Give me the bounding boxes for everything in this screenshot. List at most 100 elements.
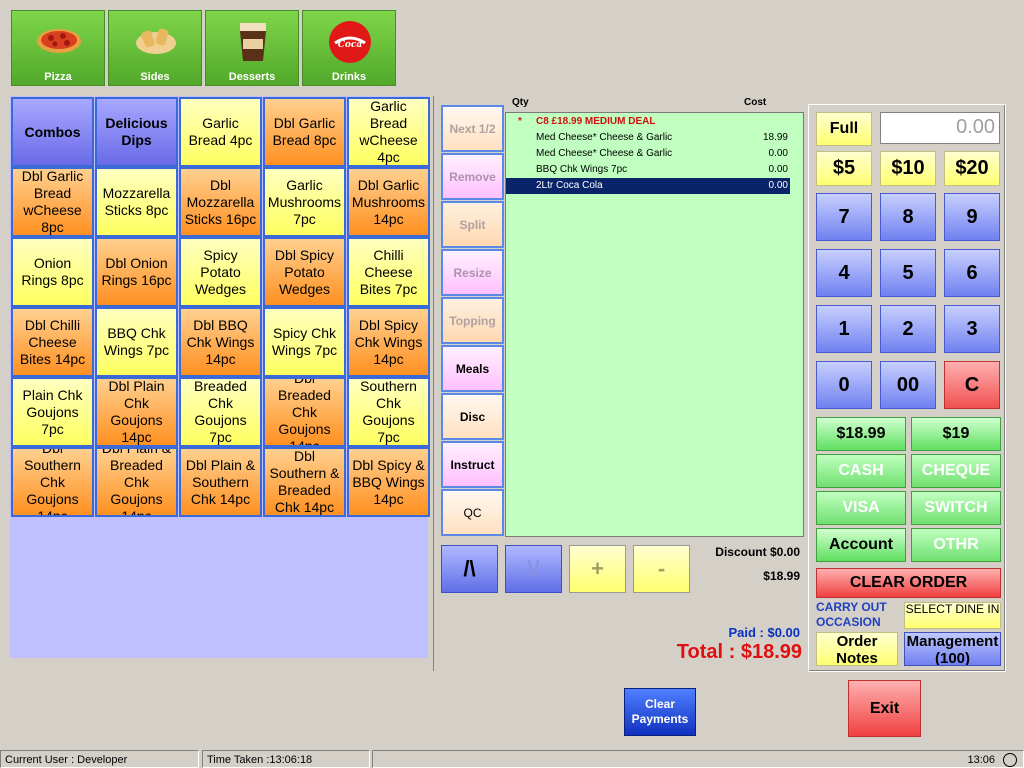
menu-item[interactable]: Plain Chk Goujons 7pc: [11, 377, 94, 447]
menu-item[interactable]: Dbl Spicy Potato Wedges: [263, 237, 346, 307]
digit-0-button[interactable]: 0: [816, 361, 872, 409]
switch-button[interactable]: SWITCH: [911, 491, 1001, 525]
menu-item[interactable]: Dbl Garlic Mushrooms 14pc: [347, 167, 430, 237]
menu-item[interactable]: Dbl Chilli Cheese Bites 14pc: [11, 307, 94, 377]
sides-icon: [136, 28, 176, 54]
minus-button[interactable]: -: [633, 545, 690, 593]
menu-item[interactable]: Dbl Southern Chk Goujons 14pc: [11, 447, 94, 517]
digit-00-button[interactable]: 00: [880, 361, 936, 409]
menu-item[interactable]: Delicious Dips: [95, 97, 178, 167]
pizza-icon: [37, 29, 81, 53]
quick-10-button[interactable]: $10: [880, 151, 936, 186]
management-button[interactable]: Management (100): [904, 632, 1001, 666]
menu-item[interactable]: Dbl Garlic Bread 8pc: [263, 97, 346, 167]
menu-item[interactable]: Dbl Onion Rings 16pc: [95, 237, 178, 307]
order-row[interactable]: BBQ Chk Wings 7pc 0.00: [506, 162, 790, 178]
category-sides[interactable]: Sides: [108, 10, 202, 86]
qty-header: Qty: [512, 97, 529, 108]
digit-9-button[interactable]: 9: [944, 193, 1000, 241]
category-desserts[interactable]: Desserts: [205, 10, 299, 86]
instruct-button[interactable]: Instruct: [441, 441, 504, 488]
order-item-cost: 0.00: [768, 180, 788, 191]
status-current-user: Current User : Developer: [0, 750, 199, 768]
menu-item[interactable]: Dbl Spicy Chk Wings 14pc: [347, 307, 430, 377]
othr-button[interactable]: OTHR: [911, 528, 1001, 562]
menu-item[interactable]: Spicy Potato Wedges: [179, 237, 262, 307]
order-item-cost: 0.00: [768, 164, 788, 175]
scroll-up-button[interactable]: /\: [441, 545, 498, 593]
plus-button[interactable]: +: [569, 545, 626, 593]
order-item-cost: 0.00: [768, 148, 788, 159]
menu-item[interactable]: Chilli Cheese Bites 7pc: [347, 237, 430, 307]
menu-item[interactable]: Dbl Mozzarella Sticks 16pc: [179, 167, 262, 237]
menu-item[interactable]: Dbl Plain Chk Goujons 14pc: [95, 377, 178, 447]
select-dine-in-button[interactable]: SELECT DINE IN: [904, 602, 1001, 629]
menu-item[interactable]: Mozzarella Sticks 8pc: [95, 167, 178, 237]
menu-item[interactable]: Garlic Mushrooms 7pc: [263, 167, 346, 237]
cost-header: Cost: [744, 97, 767, 108]
occasion-label: CARRY OUT OCCASION: [816, 600, 887, 629]
menu-item[interactable]: Garlic Bread 4pc: [179, 97, 262, 167]
status-time-taken: Time Taken :13:06:18: [202, 750, 370, 768]
menu-item[interactable]: Southern Chk Goujons 7pc: [347, 377, 430, 447]
menu-item[interactable]: Dbl Plain & Breaded Chk Goujons 14pc: [95, 447, 178, 517]
amount-field[interactable]: 0.00: [880, 112, 1000, 144]
order-qty: *: [518, 116, 522, 127]
remove-button[interactable]: Remove: [441, 153, 504, 200]
menu-item[interactable]: Spicy Chk Wings 7pc: [263, 307, 346, 377]
digit-2-button[interactable]: 2: [880, 305, 936, 353]
menu-item[interactable]: Dbl Garlic Bread wCheese 8pc: [11, 167, 94, 237]
digit-6-button[interactable]: 6: [944, 249, 1000, 297]
clear-order-button[interactable]: CLEAR ORDER: [816, 568, 1001, 598]
paid-label: Paid : $0.00: [728, 625, 800, 640]
order-notes-button[interactable]: Order Notes: [816, 632, 898, 667]
digit-1-button[interactable]: 1: [816, 305, 872, 353]
qc-button[interactable]: QC: [441, 489, 504, 536]
account-button[interactable]: Account: [816, 528, 906, 562]
clear-payments-button[interactable]: Clear Payments: [624, 688, 696, 736]
menu-item[interactable]: Dbl Spicy & BBQ Wings 14pc: [347, 447, 430, 517]
preset-1899-button[interactable]: $18.99: [816, 417, 906, 451]
cheque-button[interactable]: CHEQUE: [911, 454, 1001, 488]
menu-item[interactable]: Garlic Bread wCheese 4pc: [347, 97, 430, 167]
visa-button[interactable]: VISA: [816, 491, 906, 525]
digit-8-button[interactable]: 8: [880, 193, 936, 241]
quick-5-button[interactable]: $5: [816, 151, 872, 186]
menu-item[interactable]: Dbl BBQ Chk Wings 14pc: [179, 307, 262, 377]
preset-19-button[interactable]: $19: [911, 417, 1001, 451]
menu-item[interactable]: Dbl Plain & Southern Chk 14pc: [179, 447, 262, 517]
menu-item[interactable]: Onion Rings 8pc: [11, 237, 94, 307]
order-list[interactable]: * C8 £18.99 MEDIUM DEAL Med Cheese* Chee…: [505, 112, 804, 537]
full-button[interactable]: Full: [816, 112, 872, 146]
menu-item[interactable]: Breaded Chk Goujons 7pc: [179, 377, 262, 447]
topping-button[interactable]: Topping: [441, 297, 504, 344]
menu-item[interactable]: BBQ Chk Wings 7pc: [95, 307, 178, 377]
menu-item[interactable]: Dbl Breaded Chk Goujons 14pc: [263, 377, 346, 447]
order-row[interactable]: Med Cheese* Cheese & Garlic 0.00: [506, 146, 790, 162]
discount-label: Discount $0.00: [715, 545, 800, 559]
order-item-name: Med Cheese* Cheese & Garlic: [536, 132, 673, 143]
order-row[interactable]: * C8 £18.99 MEDIUM DEAL: [506, 114, 790, 130]
menu-item[interactable]: Dbl Southern & Breaded Chk 14pc: [263, 447, 346, 517]
category-pizza[interactable]: Pizza: [11, 10, 105, 86]
quick-20-button[interactable]: $20: [944, 151, 1000, 186]
next-page-button[interactable]: Next 1/2: [441, 105, 504, 152]
exit-button[interactable]: Exit: [848, 680, 921, 737]
disc-button[interactable]: Disc: [441, 393, 504, 440]
digit-3-button[interactable]: 3: [944, 305, 1000, 353]
digit-7-button[interactable]: 7: [816, 193, 872, 241]
category-label: Pizza: [44, 71, 72, 83]
clear-entry-button[interactable]: C: [944, 361, 1000, 409]
order-row-selected[interactable]: 2Ltr Coca Cola 0.00: [506, 178, 790, 194]
menu-item[interactable]: Combos: [11, 97, 94, 167]
cash-button[interactable]: CASH: [816, 454, 906, 488]
resize-button[interactable]: Resize: [441, 249, 504, 296]
category-drinks[interactable]: Coca Drinks: [302, 10, 396, 86]
split-button[interactable]: Split: [441, 201, 504, 248]
status-clock: 13:06: [967, 754, 995, 766]
digit-5-button[interactable]: 5: [880, 249, 936, 297]
meals-button[interactable]: Meals: [441, 345, 504, 392]
order-row[interactable]: Med Cheese* Cheese & Garlic 18.99: [506, 130, 790, 146]
digit-4-button[interactable]: 4: [816, 249, 872, 297]
scroll-down-button[interactable]: \/: [505, 545, 562, 593]
